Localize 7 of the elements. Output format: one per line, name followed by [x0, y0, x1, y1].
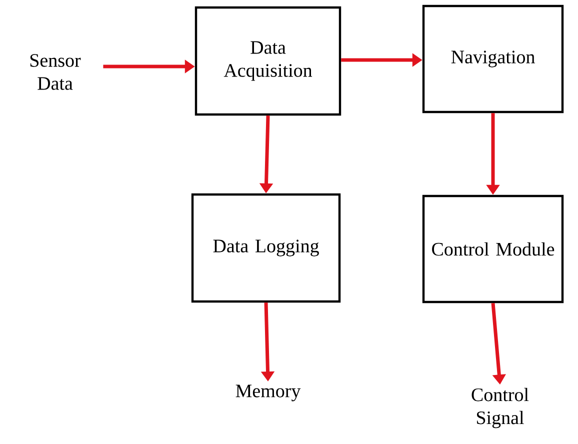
process-box: Data Logging	[191, 193, 341, 303]
process-box: Data Acquisition	[194, 6, 342, 116]
text-label: Sensor Data	[30, 54, 81, 90]
process-box: Navigation	[422, 4, 564, 114]
process-box: Control Module	[422, 194, 564, 304]
text-label: Control Signal	[472, 388, 529, 428]
text-label: Memory	[236, 384, 301, 402]
